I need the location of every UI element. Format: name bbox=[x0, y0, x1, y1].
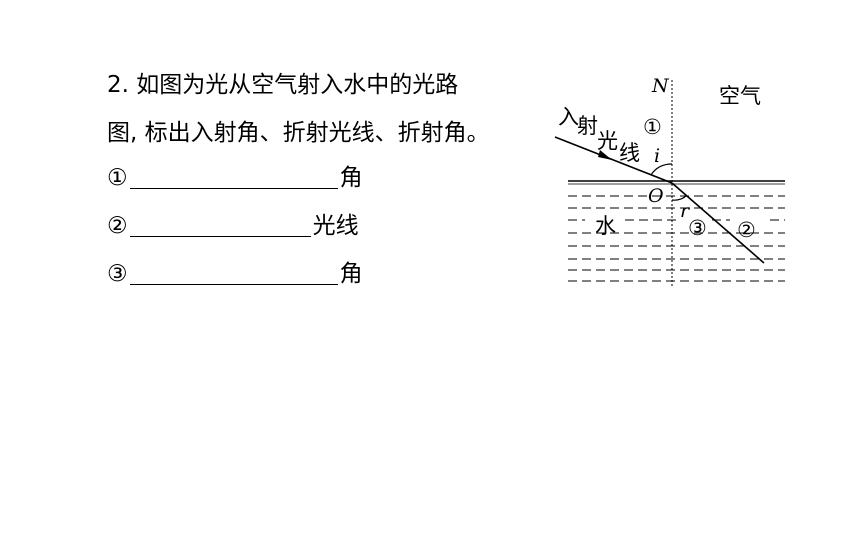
incident-label-3: 光 bbox=[597, 129, 618, 153]
refracted-ray bbox=[671, 182, 765, 264]
incident-label-1: 入 bbox=[558, 105, 579, 129]
answer-blank-3[interactable] bbox=[129, 260, 338, 285]
angle-i-label: i bbox=[654, 145, 660, 167]
angle-i-arc bbox=[650, 163, 673, 176]
answer-suffix-2: 光线 bbox=[312, 213, 359, 239]
water-label: 水 bbox=[595, 214, 616, 238]
answer-blank-2[interactable] bbox=[129, 212, 311, 237]
answer-marker-1: ① bbox=[107, 165, 128, 191]
incident-label-2: 射 bbox=[577, 114, 598, 138]
answer-row-3: ③ 角 bbox=[107, 259, 363, 289]
answer-marker-3: ③ bbox=[107, 261, 128, 287]
answer-suffix-3: 角 bbox=[339, 261, 363, 287]
answer-marker-2: ② bbox=[107, 213, 128, 239]
mark-1: ① bbox=[643, 115, 662, 139]
angle-r-label: r bbox=[680, 200, 691, 222]
incident-label-4: 线 bbox=[619, 141, 640, 165]
angle-r-arc bbox=[671, 195, 687, 201]
answer-blank-1[interactable] bbox=[129, 164, 338, 189]
incident-arrow bbox=[598, 150, 612, 160]
mark-3: ③ bbox=[688, 216, 707, 240]
answer-row-2: ② 光线 bbox=[107, 211, 359, 241]
normal-label: N bbox=[651, 75, 670, 97]
point-o-label: O bbox=[648, 185, 664, 207]
mark-2: ② bbox=[737, 218, 756, 242]
water-surface bbox=[568, 180, 785, 185]
incident-ray bbox=[554, 136, 673, 184]
air-label: 空气 bbox=[719, 84, 761, 108]
answer-row-1: ① 角 bbox=[107, 163, 363, 193]
answer-suffix-1: 角 bbox=[339, 165, 363, 191]
question-line-2: 图, 标出入射角、折射光线、折射角。 bbox=[107, 120, 490, 146]
question-line-1: 2. 如图为光从空气射入水中的光路 bbox=[107, 72, 459, 98]
water-dashes bbox=[568, 195, 785, 282]
